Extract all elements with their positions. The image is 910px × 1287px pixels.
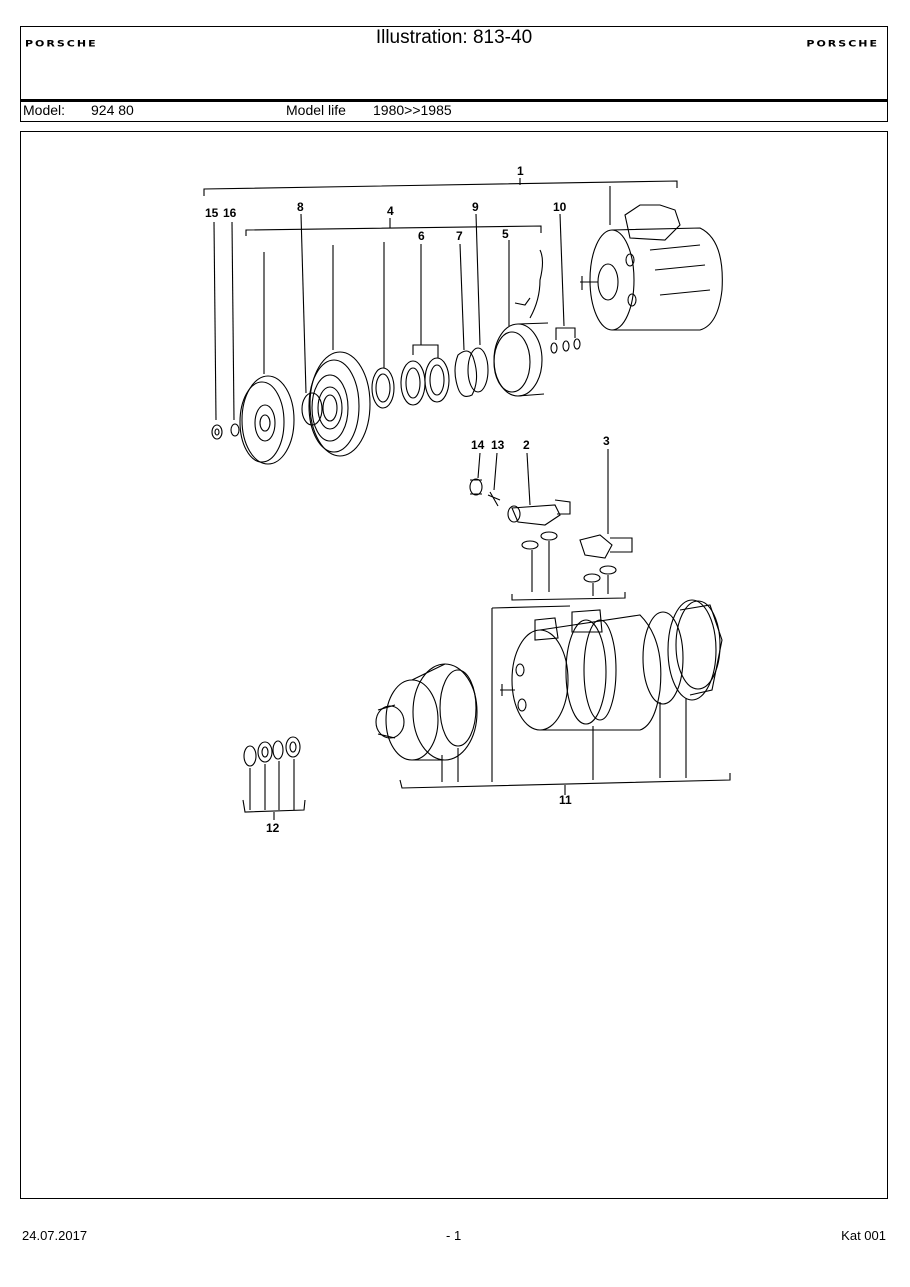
- porsche-logo-left: PORSCHE: [25, 38, 98, 49]
- header-divider: [21, 99, 887, 102]
- model-value: 924 80: [91, 102, 134, 118]
- callout-3: 3: [603, 434, 610, 448]
- bracket-1: [203, 178, 678, 225]
- callout-6: 6: [418, 229, 425, 243]
- seal-kit-12: [242, 736, 306, 820]
- callout-2: 2: [523, 438, 530, 452]
- callout-11: 11: [559, 793, 572, 807]
- callout-10: 10: [553, 200, 567, 214]
- callout-15: 15: [205, 206, 219, 220]
- model-life-label: Model life: [286, 102, 346, 118]
- bracket-4: [245, 218, 542, 374]
- footer-date: 24.07.2017: [22, 1228, 88, 1243]
- header-box: PORSCHE Illustration: 813-40 PORSCHE Mod…: [20, 26, 888, 122]
- callout-1: 1: [517, 164, 524, 178]
- callout-14: 14: [471, 438, 485, 452]
- callout-7: 7: [456, 229, 463, 243]
- callout-8: 8: [297, 200, 304, 214]
- callout-16: 16: [223, 206, 237, 220]
- fitting-2: [507, 452, 571, 526]
- model-label: Model:: [23, 102, 66, 118]
- footer-page: - 1: [446, 1228, 462, 1243]
- model-row: Model: 924 80 Model life 1980>>1985: [21, 102, 887, 120]
- callout-13: 13: [491, 438, 505, 452]
- fitting-3: [579, 449, 633, 559]
- porsche-logo-right: PORSCHE: [806, 38, 879, 49]
- exploded-parts-diagram: 1 15 16 8 4 9 10 6 7 5 14 13 2 3 11 12: [203, 164, 731, 835]
- callout-9: 9: [472, 200, 479, 214]
- model-life-value: 1980>>1985: [373, 102, 452, 118]
- field-coil: [493, 249, 549, 397]
- pulley: [308, 351, 371, 457]
- callout-4: 4: [387, 204, 394, 218]
- compressor-exploded: [375, 599, 723, 761]
- diagram-frame: 1 15 16 8 4 9 10 6 7 5 14 13 2 3 11 12: [20, 131, 888, 1199]
- compressor-assembly: [580, 204, 723, 331]
- illustration-title: Illustration: 813-40: [375, 27, 533, 48]
- callout-12: 12: [266, 821, 280, 835]
- footer-catalog: Kat 001: [841, 1228, 886, 1243]
- callout-5: 5: [502, 227, 509, 241]
- clutch-front-plate: [239, 375, 295, 465]
